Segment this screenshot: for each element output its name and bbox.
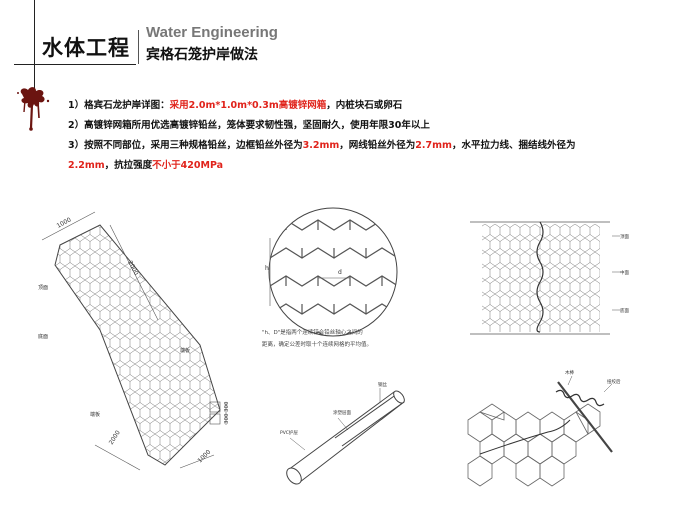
drawing-label: 钢丝 [378, 381, 387, 388]
wire-section-drawing: 钢丝 涂塑层面 PVC护层 [280, 381, 405, 485]
dim-label: 300 [224, 413, 230, 424]
title-separator [138, 30, 139, 64]
drawing-label: 底面 [620, 307, 629, 314]
page-title: 水体工程 [42, 36, 130, 60]
dim-d-label: d [338, 269, 342, 276]
gabion-section-drawing: 1000 2000 2000 1000 300 300 顶面 底面 端板 端板 [38, 211, 230, 471]
dim-label: 1000 [56, 216, 73, 229]
dim-label: 300 [224, 401, 230, 412]
dim-label: 2000 [108, 429, 122, 446]
drawing-label: PVC护层 [280, 429, 298, 436]
note-2: 2）高镀锌网箱所用优选高镀锌铅丝，笼体要求韧性强，坚固耐久，使用年限30年以上 [68, 120, 430, 131]
specification-notes: 1）格宾石龙护岸详图：采用2.0m*1.0m*0.3m高镀锌网箱，内桩块石或卵石… [68, 96, 668, 176]
drawings-panel: 1000 2000 2000 1000 300 300 顶面 底面 端板 端板 … [38, 207, 629, 487]
ink-splat-icon [17, 87, 50, 131]
drawing-label: 扭绞后 [607, 378, 621, 385]
dim-h-label: h [265, 265, 269, 272]
mesh-panel-drawing: 顶面 中面 底面 [470, 221, 629, 335]
note-1: 1）格宾石龙护岸详图：采用2.0m*1.0m*0.3m高镀锌网箱，内桩块石或卵石 [68, 100, 403, 111]
drawing-label: 顶面 [620, 234, 629, 240]
header-vertical-rule [34, 0, 35, 90]
twist-joint-drawing: 木棒 扭绞后 [467, 369, 621, 487]
drawing-label: 端板 [180, 347, 190, 354]
note-3: 3）按照不同部位，采用三种规格铅丝，边框铅丝外径为3.2mm，网线铅丝外径为2.… [68, 140, 576, 151]
mesh-caption: "h、D"是指两个连续铰合铅丝轴心之间的 [262, 328, 363, 336]
drawing-label: 顶面 [38, 285, 48, 291]
header-horizontal-rule [14, 64, 136, 65]
drawing-label: 木棒 [565, 369, 574, 376]
mesh-caption: 距离，确定公差时取十个连续网格的平均值。 [262, 340, 372, 348]
page-title-english: Water Engineering [146, 24, 278, 41]
drawing-label: 中面 [620, 269, 629, 276]
drawing-label: 涂塑层面 [333, 409, 351, 416]
drawing-label: 底面 [38, 333, 48, 340]
note-3-continued: 2.2mm，抗拉强度不小于420MPa [68, 160, 224, 171]
page-subtitle: 宾格石笼护岸做法 [146, 47, 258, 63]
mesh-detail-drawing: h d "h、D"是指两个连续铰合铅丝轴心之间的 距离，确定公差时取十个连续网格… [262, 207, 398, 348]
drawing-label: 端板 [90, 411, 100, 418]
